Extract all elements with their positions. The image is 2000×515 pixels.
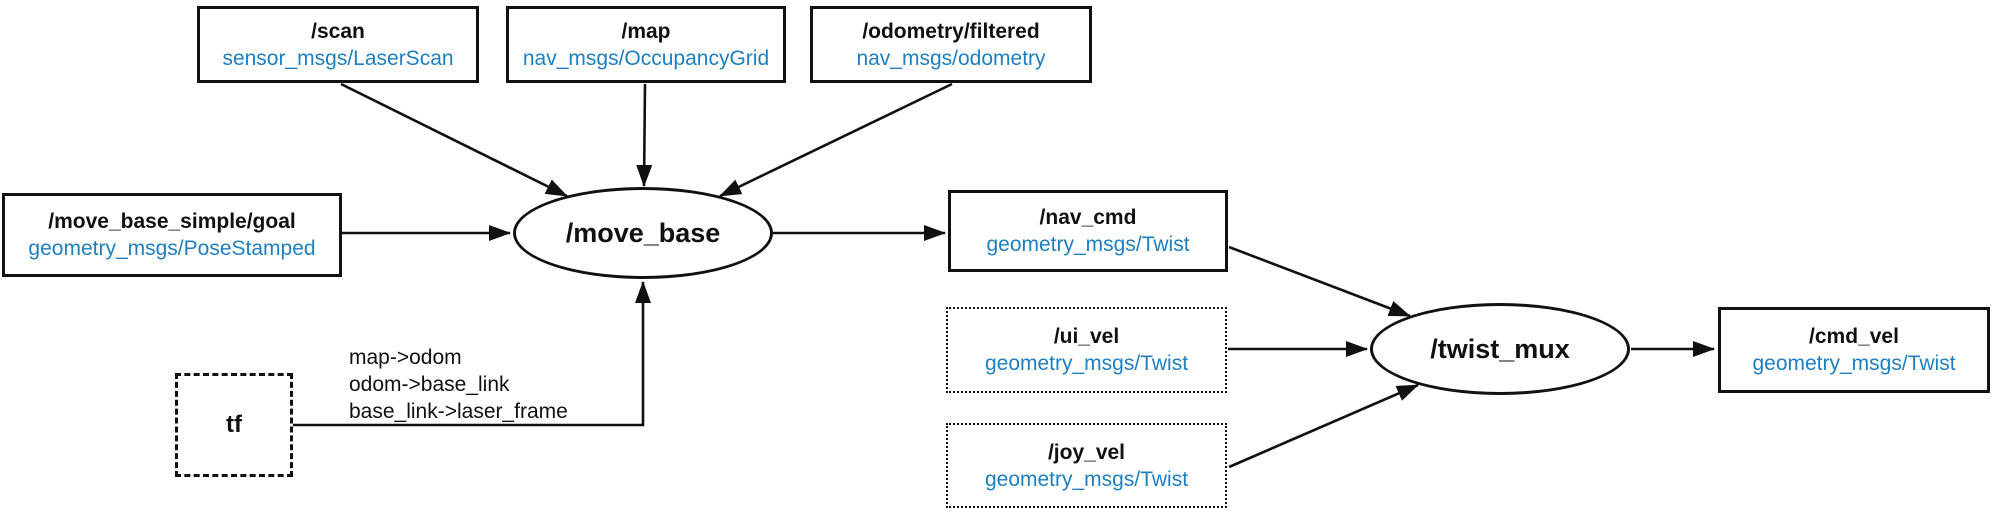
node-label: /twist_mux bbox=[1430, 333, 1570, 364]
arrow-joy-vel-to-twist-mux bbox=[1228, 383, 1419, 469]
message-type: geometry_msgs/PoseStamped bbox=[28, 237, 316, 260]
topic-name: /move_base_simple/goal bbox=[48, 210, 296, 233]
node-cmd-vel: /cmd_vel geometry_msgs/Twist bbox=[1718, 307, 1990, 393]
node-joy-vel: /joy_vel geometry_msgs/Twist bbox=[946, 423, 1227, 508]
node-label: tf bbox=[226, 411, 242, 438]
node-odometry-filtered: /odometry/filtered nav_msgs/odometry bbox=[810, 6, 1092, 83]
arrow-map-to-move-base bbox=[636, 83, 653, 187]
message-type: geometry_msgs/Twist bbox=[984, 352, 1189, 375]
message-type: nav_msgs/odometry bbox=[856, 46, 1046, 70]
node-nav-cmd: /nav_cmd geometry_msgs/Twist bbox=[948, 190, 1228, 272]
topic-name: /cmd_vel bbox=[1809, 325, 1899, 348]
node-ui-vel: /ui_vel geometry_msgs/Twist bbox=[946, 307, 1227, 393]
topic-name: /map bbox=[621, 19, 671, 43]
transform-label: map->odom bbox=[349, 346, 462, 369]
arrow-tf-to-move-base bbox=[293, 281, 651, 427]
message-type: sensor_msgs/LaserScan bbox=[222, 46, 454, 70]
node-scan: /scan sensor_msgs/LaserScan bbox=[197, 6, 479, 83]
arrow-nav-cmd-to-twist-mux bbox=[1228, 245, 1411, 318]
topic-name: /joy_vel bbox=[1047, 440, 1126, 464]
message-type: geometry_msgs/Twist bbox=[984, 467, 1189, 491]
message-type: geometry_msgs/Twist bbox=[1752, 352, 1956, 375]
node-move-base: /move_base bbox=[513, 187, 773, 279]
topic-name: /nav_cmd bbox=[1039, 206, 1137, 229]
message-type: geometry_msgs/Twist bbox=[986, 233, 1190, 256]
topic-name: /ui_vel bbox=[1053, 325, 1120, 348]
message-type: nav_msgs/OccupancyGrid bbox=[522, 46, 770, 70]
topic-name: /scan bbox=[311, 19, 365, 43]
tf-transform-labels: map->odom odom->base_link base_link->las… bbox=[349, 344, 568, 425]
arrow-odometry-to-move-base bbox=[719, 82, 953, 198]
node-tf: tf bbox=[175, 373, 293, 477]
node-label: /move_base bbox=[565, 217, 721, 248]
node-map: /map nav_msgs/OccupancyGrid bbox=[506, 6, 786, 83]
topic-name: /odometry/filtered bbox=[862, 19, 1040, 43]
node-twist-mux: /twist_mux bbox=[1370, 303, 1630, 395]
transform-label: odom->base_link bbox=[349, 373, 510, 396]
transform-label: base_link->laser_frame bbox=[349, 400, 568, 423]
arrow-scan-to-move-base bbox=[340, 82, 568, 198]
node-move-base-goal: /move_base_simple/goal geometry_msgs/Pos… bbox=[2, 193, 342, 277]
